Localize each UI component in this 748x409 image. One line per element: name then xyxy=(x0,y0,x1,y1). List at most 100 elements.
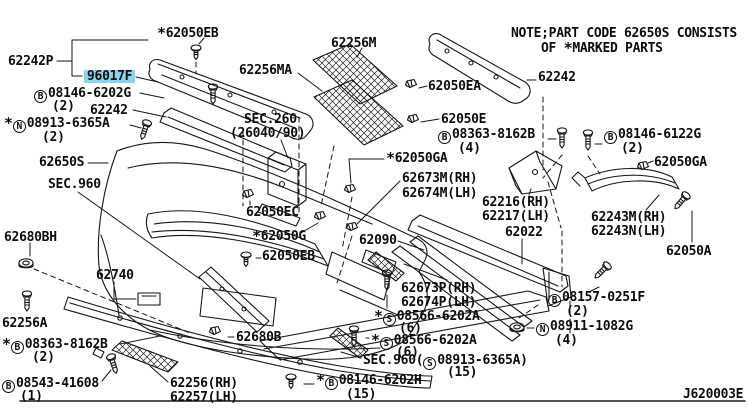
part-62674p-strip xyxy=(329,327,369,359)
part-label: (15) xyxy=(447,365,478,380)
reference-mark-icon: * xyxy=(374,307,383,325)
part-62216-bracket xyxy=(508,150,563,195)
part-label: 62256MA xyxy=(239,63,292,78)
part-label: (4) xyxy=(458,141,481,156)
part-label: *62050G xyxy=(252,227,306,245)
part-label: OF *MARKED PARTS xyxy=(541,39,663,57)
reference-mark-icon: * xyxy=(563,39,573,57)
part-label: 62256(RH) xyxy=(170,376,238,391)
circled-s-icon: S xyxy=(382,313,396,326)
construction-dashes xyxy=(33,61,601,337)
diagram-code: J620003E xyxy=(683,387,744,402)
part-label: 62243N(LH) xyxy=(591,224,667,239)
part-label: (2) xyxy=(566,304,589,319)
part-62243-moulding xyxy=(571,167,680,192)
part-label: 62050EB xyxy=(262,249,315,264)
part-62242-reinforcement xyxy=(428,33,531,104)
part-side-bracket xyxy=(198,266,270,333)
part-label: 62257(LH) xyxy=(170,390,238,405)
part-label: (4) xyxy=(555,333,578,348)
part-label: 62650S xyxy=(39,155,85,170)
part-label: 62242 xyxy=(538,70,576,85)
reference-mark-icon: * xyxy=(386,149,395,167)
part-62673p-strip xyxy=(367,251,405,282)
part-label: (2) xyxy=(621,141,644,156)
circled-b-icon: B xyxy=(548,294,561,307)
circled-b-icon: B xyxy=(604,131,617,144)
part-grille-mesh-lower xyxy=(313,79,404,146)
part-label: 62256A xyxy=(2,316,48,331)
part-label: 62050GA xyxy=(654,155,707,170)
part-label: 62674M(LH) xyxy=(402,186,478,201)
part-label: NOTE;PART CODE 62650S CONSISTS xyxy=(511,26,737,41)
circled-s-icon: S xyxy=(379,337,393,350)
reference-mark-icon: * xyxy=(4,114,13,132)
reference-mark-icon: * xyxy=(371,331,380,349)
circled-n-icon: N xyxy=(12,120,26,133)
part-label: (26040/90) xyxy=(230,126,306,141)
part-label: 62243M(RH) xyxy=(591,210,667,225)
part-label-highlighted[interactable]: 96017F xyxy=(84,70,136,83)
part-label: 62673M(RH) xyxy=(402,171,478,186)
circled-b-icon: B xyxy=(324,377,338,390)
part-label: 62217(LH) xyxy=(482,209,550,224)
part-label: (6) xyxy=(396,345,419,360)
part-label: (1) xyxy=(20,389,43,404)
part-label: *62050EB xyxy=(157,24,219,42)
part-label: 62680B xyxy=(236,330,282,345)
leader-lines xyxy=(29,37,693,385)
part-label: 62673P(RH) xyxy=(401,281,477,296)
circled-n-icon: N xyxy=(536,323,549,336)
part-label: (2) xyxy=(42,130,65,145)
part-label: SEC.960 xyxy=(48,177,101,192)
part-label: (6) xyxy=(399,321,422,336)
part-62256-finisher xyxy=(92,340,179,373)
part-label: 62050EC xyxy=(246,205,299,220)
part-label: 62090 xyxy=(359,233,397,248)
part-label: (15) xyxy=(346,387,377,402)
part-label: 62680BH xyxy=(4,230,57,245)
circled-b-icon: B xyxy=(10,341,24,354)
part-label: (2) xyxy=(52,99,75,114)
part-label: 62242 xyxy=(90,103,128,118)
part-label: 62050EA xyxy=(428,79,481,94)
part-label: 62674P(LH) xyxy=(401,295,477,310)
circled-b-icon: B xyxy=(2,380,15,393)
part-bumper-absorber-bar xyxy=(148,59,314,140)
circled-b-icon: B xyxy=(438,131,451,144)
circled-s-icon: S xyxy=(423,357,437,370)
part-label: 62022 xyxy=(505,225,543,240)
part-label: 62740 xyxy=(96,268,134,283)
part-label: 62050A xyxy=(666,244,712,259)
circled-b-icon: B xyxy=(34,90,47,103)
part-label: SEC.260 xyxy=(244,112,297,127)
part-62022-stay xyxy=(407,214,569,293)
reference-mark-icon: * xyxy=(2,335,11,353)
part-front-bumper-fascia xyxy=(97,141,428,360)
part-lower-lip xyxy=(63,296,433,389)
part-62740-bracket xyxy=(137,292,161,306)
reference-mark-icon: * xyxy=(316,371,325,389)
part-label: 62050E xyxy=(441,112,487,127)
part-label: 62256M xyxy=(331,36,377,51)
part-label: 62242P xyxy=(8,54,54,69)
reference-mark-icon: * xyxy=(252,227,261,245)
part-label: *62050GA xyxy=(386,149,448,167)
reference-mark-icon: * xyxy=(157,24,166,42)
part-62242-stay xyxy=(159,107,293,173)
